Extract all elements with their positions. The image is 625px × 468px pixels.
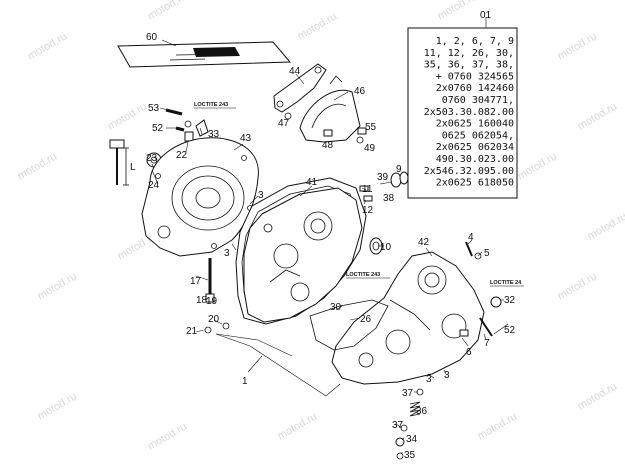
callout-5: 5	[484, 248, 490, 259]
fasteners-upper-right	[284, 112, 367, 144]
kit-line: 2x546.32.095.00	[424, 166, 514, 177]
callout-49: 49	[364, 143, 376, 154]
kit-line: 0760 304771,	[442, 95, 514, 106]
studs-left	[204, 258, 230, 334]
plunger-spring	[395, 388, 424, 460]
watermark-text: motod.ru	[556, 30, 600, 62]
loctite-tags: LOCTITE 243 LOCTITE 243 LOCTITE 24	[194, 102, 524, 287]
kit-line: 11, 12, 26, 30,	[424, 48, 514, 59]
callout-26: 26	[360, 314, 372, 325]
watermark-text: motod.ru	[576, 100, 620, 132]
callout-42: 42	[418, 237, 430, 248]
callout-6: 6	[466, 347, 472, 358]
callout-3-b: 3	[224, 248, 230, 259]
callout-1: 1	[242, 376, 248, 387]
kit-line: 2x503.30.082.00	[424, 107, 514, 118]
watermark-text: motod.ru	[296, 10, 340, 42]
clutch-cover	[141, 137, 259, 257]
callout-37-a: 37	[402, 388, 414, 399]
watermark-text: motod.ru	[146, 0, 190, 23]
watermark-text: motod.ru	[516, 150, 560, 182]
callout-44: 44	[289, 66, 301, 77]
callout-38: 38	[383, 193, 395, 204]
callout-34: 34	[406, 434, 418, 445]
callout-33: 33	[208, 129, 220, 140]
callout-41: 41	[306, 177, 318, 188]
callout-24: 24	[148, 180, 160, 191]
callout-47: 47	[278, 118, 290, 129]
callout-53: 53	[148, 103, 160, 114]
kit-line: 35, 36, 37, 38,	[424, 60, 514, 71]
watermark-text: motod.ru	[106, 100, 150, 132]
callout-18: 18	[196, 295, 208, 306]
callout-01: 01	[480, 10, 492, 21]
watermark-text: motod.ru	[576, 380, 620, 412]
callout-3-d: 3	[444, 370, 450, 381]
crankcase-left-half	[243, 187, 363, 323]
callout-32: 32	[504, 295, 516, 306]
kit-line: 2x0625 160040	[436, 119, 514, 130]
kit-line: 0625 062054,	[442, 130, 514, 141]
callout-10: 10	[380, 242, 392, 253]
callout-46: 46	[354, 86, 366, 97]
callout-4: 4	[468, 232, 474, 243]
callout-17: 17	[190, 276, 202, 287]
loctite-tag-middle: LOCTITE 243	[346, 272, 380, 278]
watermark-text: motod.ru	[476, 410, 520, 442]
kit-line: 2x0625 062034	[436, 142, 514, 153]
bolts-upper-left	[165, 108, 209, 142]
kit-line: + 0760 324565	[436, 71, 514, 82]
watermark-text: motod.ru	[26, 30, 70, 62]
callout-48: 48	[322, 140, 334, 151]
watermark-text: motod.ru	[146, 420, 190, 452]
callout-19: 19	[206, 296, 218, 307]
parts-kit-box: 1, 2, 6, 7, 911, 12, 26, 30,35, 36, 37, …	[407, 17, 518, 199]
parts-kit-list: 1, 2, 6, 7, 911, 12, 26, 30,35, 36, 37, …	[424, 36, 514, 189]
callout-30: 30	[330, 302, 342, 313]
callout-39: 39	[377, 172, 389, 183]
watermark-text: motod.ru	[16, 150, 60, 182]
watermark-text: motod.ru	[556, 270, 600, 302]
callout-3-c: 3	[426, 374, 432, 385]
callout-37-b: 37	[392, 420, 404, 431]
clutch-bracket	[273, 63, 361, 143]
kit-line: 2x0625 618050	[436, 178, 514, 189]
kit-line: 490.30.023.00	[436, 154, 514, 165]
callout-L: L	[130, 162, 136, 173]
callout-55: 55	[365, 122, 377, 133]
callout-43: 43	[240, 133, 252, 144]
watermark-text: motod.ru	[436, 0, 480, 23]
callout-labels: 01 60 44 46 47 48 55 49 53 52 33 22 43 2…	[130, 10, 516, 461]
callout-52-lower: 52	[504, 325, 516, 336]
callout-23: 23	[146, 153, 158, 164]
callout-60: 60	[146, 32, 158, 43]
callout-20: 20	[208, 314, 220, 325]
callout-35: 35	[404, 450, 416, 461]
watermark-text: motod.ru	[586, 210, 625, 242]
loctite-tag-right: LOCTITE 24	[490, 280, 522, 286]
leader-lines	[151, 39, 509, 454]
callout-12: 12	[362, 205, 374, 216]
callout-21: 21	[186, 326, 198, 337]
callout-52-upper: 52	[152, 123, 164, 134]
callout-7: 7	[484, 338, 490, 349]
callout-9: 9	[396, 164, 402, 175]
kit-line: 2x0760 142460	[436, 83, 514, 94]
watermark-text: motod.ru	[276, 410, 320, 442]
crankcase-right-half	[331, 251, 485, 385]
callout-22: 22	[176, 150, 188, 161]
watermark-text: motod.ru	[36, 270, 80, 302]
gasket-right	[309, 299, 389, 351]
callout-11: 11	[362, 184, 373, 195]
kit-line: 1, 2, 6, 7, 9	[436, 36, 514, 47]
plugs-center	[359, 171, 409, 202]
callout-36: 36	[416, 406, 428, 417]
sticker-card	[117, 41, 292, 68]
watermark-text: motod.ru	[36, 390, 80, 422]
callout-3-a: 3	[258, 190, 264, 201]
loctite-tag-upper: LOCTITE 243	[194, 102, 228, 108]
